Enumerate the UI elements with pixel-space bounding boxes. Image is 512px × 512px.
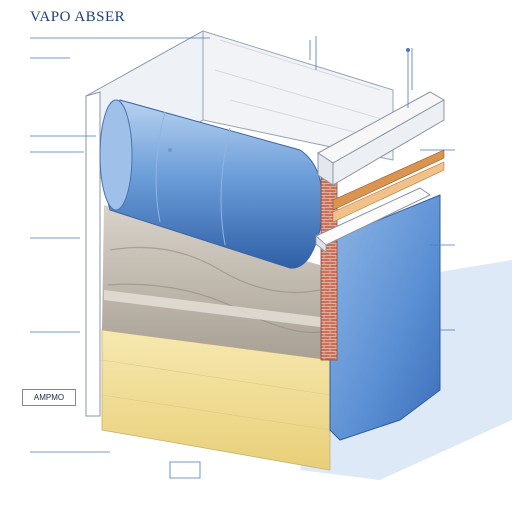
vapor-barrier-sheet <box>329 194 441 441</box>
brick-column <box>320 154 338 361</box>
back-wall <box>202 30 394 161</box>
flashing-strips <box>332 149 445 211</box>
diagram-title: VAPO ABSER <box>30 9 126 25</box>
gravel-layer <box>102 205 330 360</box>
left-wall-edge <box>85 91 101 417</box>
membrane-roll-end <box>99 99 133 211</box>
boxed-label: AMPMO <box>22 389 76 406</box>
callout-lines <box>30 36 455 479</box>
